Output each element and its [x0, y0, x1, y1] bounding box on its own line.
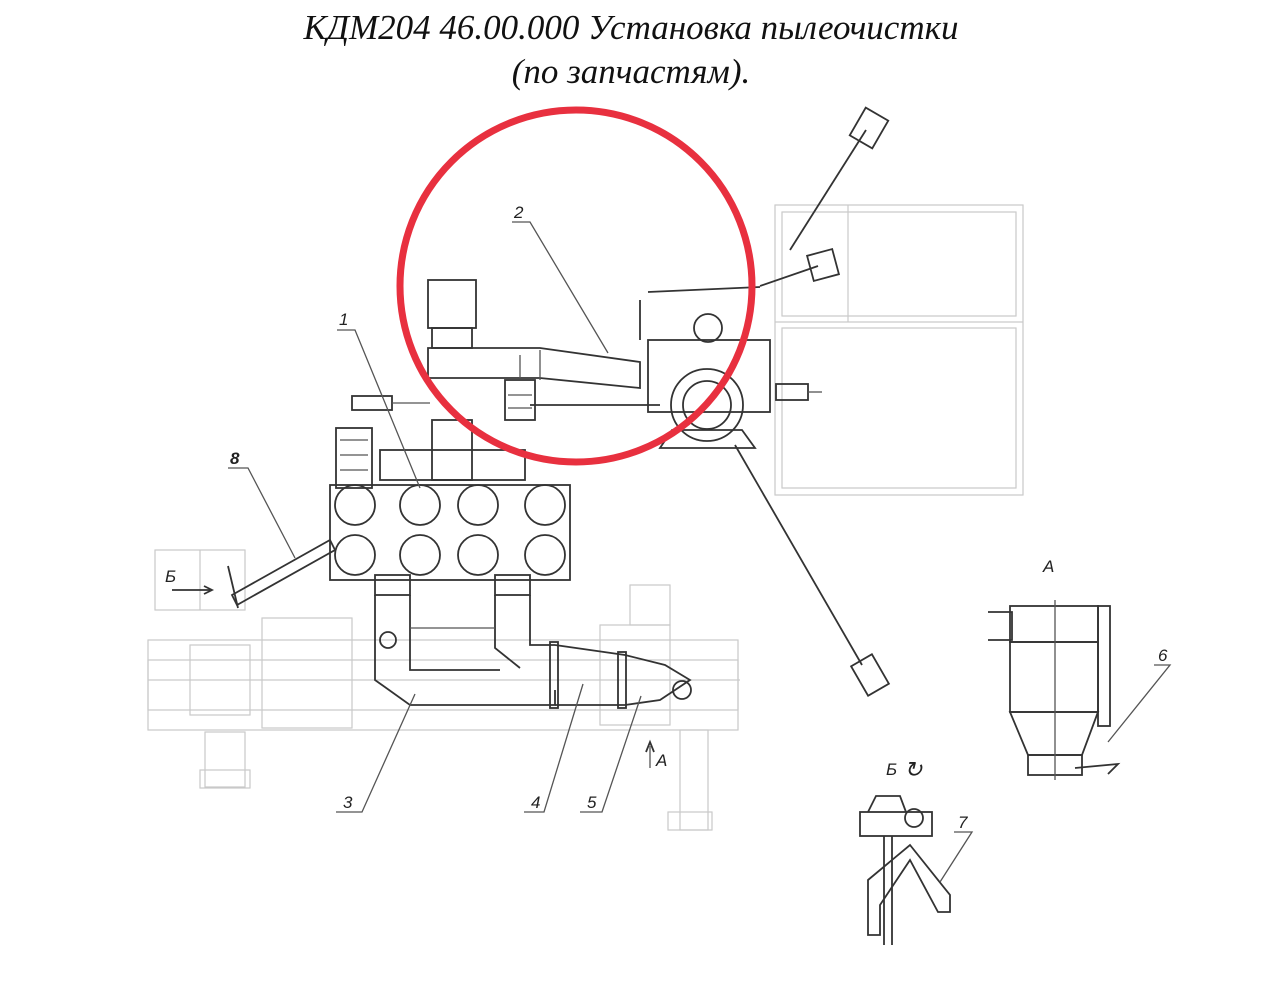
background-frame	[774, 204, 1024, 496]
cyclone-assembly	[351, 279, 822, 449]
part-label-4: 4	[531, 793, 540, 812]
part-8-pipe	[172, 538, 337, 609]
part-label-3: 3	[343, 793, 353, 812]
filter-block	[329, 419, 571, 596]
title-line-1: КДМ204 46.00.000 Установка пылеочистки	[303, 8, 959, 47]
lower-ducts	[374, 595, 692, 709]
view-b-arrow-label: Б	[165, 567, 176, 586]
view-a-detail	[988, 600, 1121, 780]
filter-cartridges	[334, 484, 566, 576]
view-b-detail	[859, 795, 951, 945]
view-b-detail-label: Б	[886, 760, 897, 779]
part-label-8: 8	[230, 449, 240, 468]
part-label-1: 1	[339, 310, 348, 329]
rotation-icon: ↻	[904, 757, 923, 782]
title-line-2: (по запчастям).	[511, 52, 751, 91]
part-label-6: 6	[1158, 646, 1168, 665]
background-chassis	[147, 549, 740, 831]
part-label-2: 2	[513, 203, 524, 222]
view-a-arrow-label: А	[655, 751, 667, 770]
leader-lines	[228, 221, 1172, 883]
highlight-circle	[396, 106, 756, 466]
part-label-7: 7	[958, 813, 968, 832]
view-a-label: А	[1042, 557, 1054, 576]
part-label-5: 5	[587, 793, 597, 812]
tie-rods	[734, 106, 891, 697]
